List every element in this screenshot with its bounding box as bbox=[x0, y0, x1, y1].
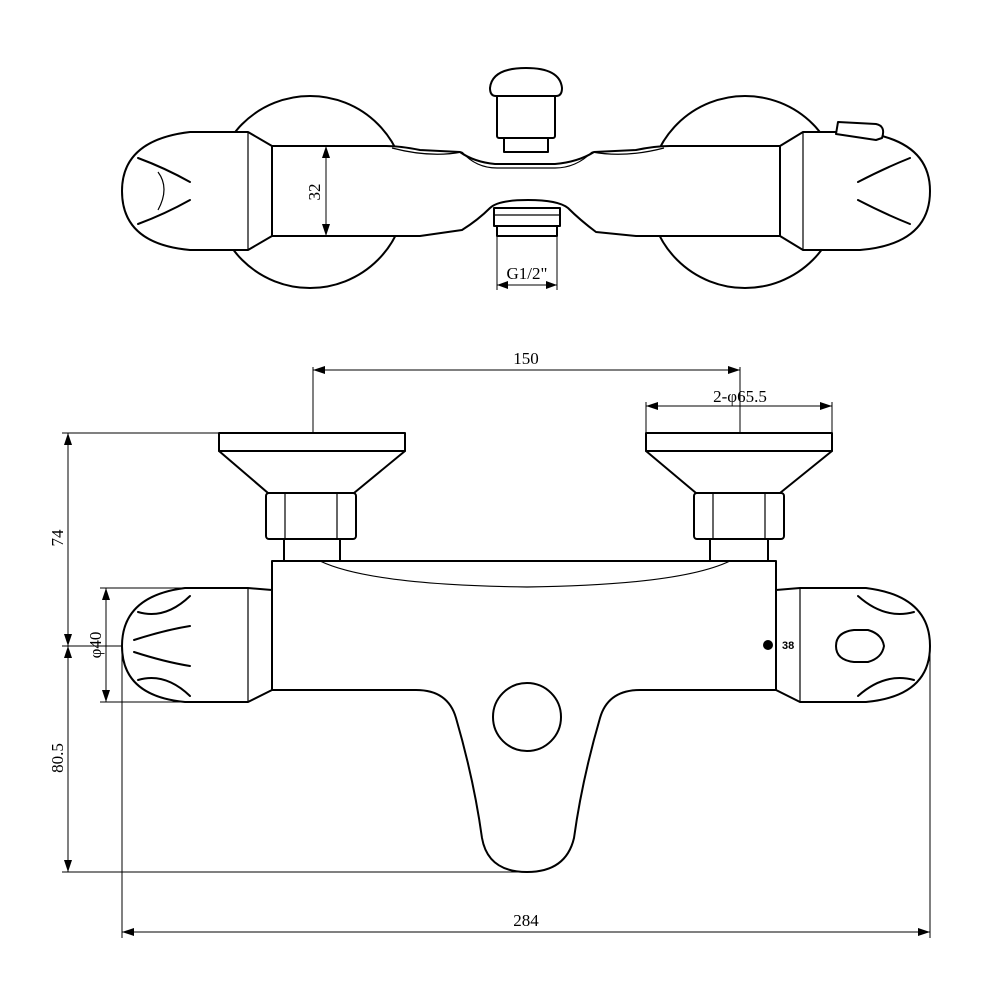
dim-center-distance-label: 150 bbox=[513, 349, 539, 368]
dim-flange-diameter-label: 2-φ65.5 bbox=[713, 387, 767, 406]
dim-height-lower-label: 80.5 bbox=[48, 743, 67, 773]
dim-height-upper-label: 74 bbox=[48, 529, 67, 547]
dim-top-height-label: 32 bbox=[305, 184, 324, 201]
front-view: 38 150 2-φ65.5 bbox=[48, 349, 931, 938]
dim-thread: G1/2" bbox=[496, 236, 558, 290]
outlet-hole bbox=[492, 682, 562, 752]
top-view: 32 G1/2" bbox=[121, 67, 931, 290]
right-handle-top bbox=[779, 121, 931, 251]
temperature-mark: 38 bbox=[782, 640, 794, 652]
outlet-nut bbox=[493, 207, 561, 237]
top-body bbox=[271, 145, 781, 237]
dim-overall-width: 284 bbox=[121, 646, 931, 938]
left-connector bbox=[218, 432, 406, 562]
dim-handle-diameter: φ40 bbox=[86, 587, 185, 703]
dim-overall-width-label: 284 bbox=[513, 911, 539, 930]
dim-top-height: 32 bbox=[305, 146, 330, 236]
dim-heights: 74 80.5 bbox=[48, 432, 527, 873]
dim-handle-diameter-label: φ40 bbox=[86, 632, 105, 659]
dim-thread-label: G1/2" bbox=[507, 264, 548, 283]
left-handle-top bbox=[121, 131, 273, 251]
left-handle-front bbox=[121, 587, 273, 703]
dim-center-distance: 150 bbox=[312, 349, 741, 433]
dim-flange-diameter: 2-φ65.5 bbox=[645, 387, 833, 433]
right-connector bbox=[645, 432, 833, 562]
diverter-knob bbox=[489, 67, 563, 153]
right-handle-front bbox=[775, 587, 931, 703]
temperature-dot bbox=[763, 640, 773, 650]
